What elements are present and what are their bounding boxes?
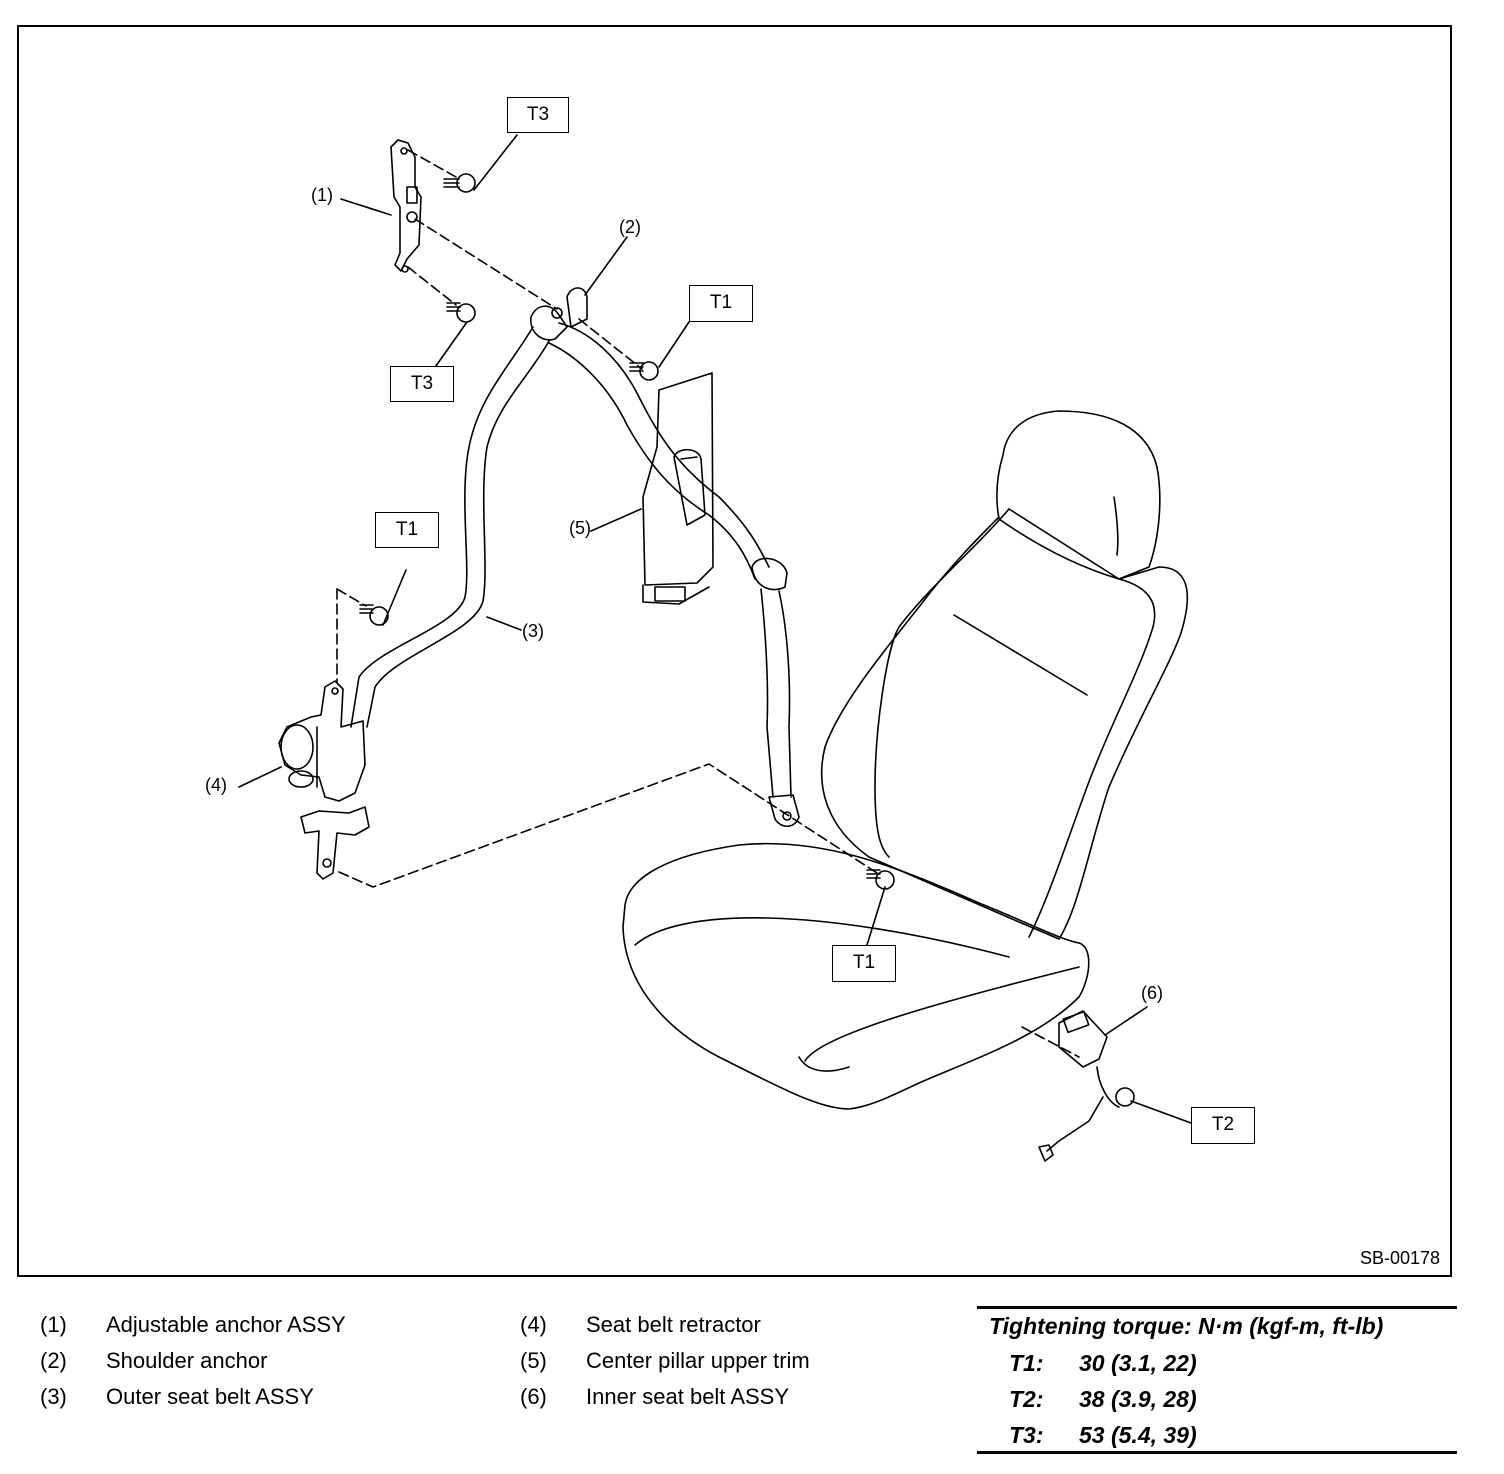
bolt-t1-left: [359, 604, 389, 626]
bolt-t1-seat: [866, 869, 895, 890]
callout-6: (6): [1141, 983, 1163, 1003]
adjustable-anchor-bracket: [390, 139, 422, 273]
leader-lines: [238, 134, 1192, 1124]
callout-4: (4): [205, 775, 227, 795]
figure-id: SB-00178: [1359, 1248, 1440, 1268]
torque-row-t2: T2:38 (3.9, 28): [1009, 1386, 1197, 1412]
seat-belt-retractor: [278, 680, 370, 880]
torque-row-t3: T3:53 (5.4, 39): [1009, 1422, 1197, 1448]
torque-box-t3-upper: T3: [507, 97, 569, 133]
bolt-t3-lower: [446, 302, 476, 323]
callout-1: (1): [311, 185, 333, 205]
shoulder-anchor: [530, 287, 588, 341]
diagram-figure: (1) (2) (3) (4) (5) (6) T3 T3 T1 T1 T1 T…: [17, 25, 1452, 1277]
seat: [622, 410, 1189, 1110]
outer-seat-belt: [350, 322, 800, 828]
center-pillar-trim: [642, 372, 714, 605]
torque-box-t1-retractor: T1: [375, 512, 439, 548]
torque-box-t1-pillar: T1: [689, 285, 753, 322]
callout-3: (3): [522, 621, 544, 641]
inner-seat-belt-buckle: [1038, 1010, 1135, 1162]
torque-box-t2: T2: [1191, 1107, 1255, 1144]
torque-box-t1-seat: T1: [832, 945, 896, 982]
torque-table-title: Tightening torque: N·m (kgf-m, ft-lb): [989, 1313, 1384, 1339]
torque-table: Tightening torque: N·m (kgf-m, ft-lb) T1…: [977, 1306, 1457, 1454]
bolt-t3-upper: [443, 173, 476, 193]
callout-2: (2): [619, 217, 641, 237]
torque-box-t3-lower: T3: [390, 366, 454, 402]
callout-5: (5): [569, 518, 591, 538]
bolt-t1-top: [629, 361, 659, 381]
alignment-lines: [336, 149, 1080, 1058]
torque-row-t1: T1:30 (3.1, 22): [1009, 1350, 1197, 1376]
diagram-drawing: [238, 134, 1192, 1162]
